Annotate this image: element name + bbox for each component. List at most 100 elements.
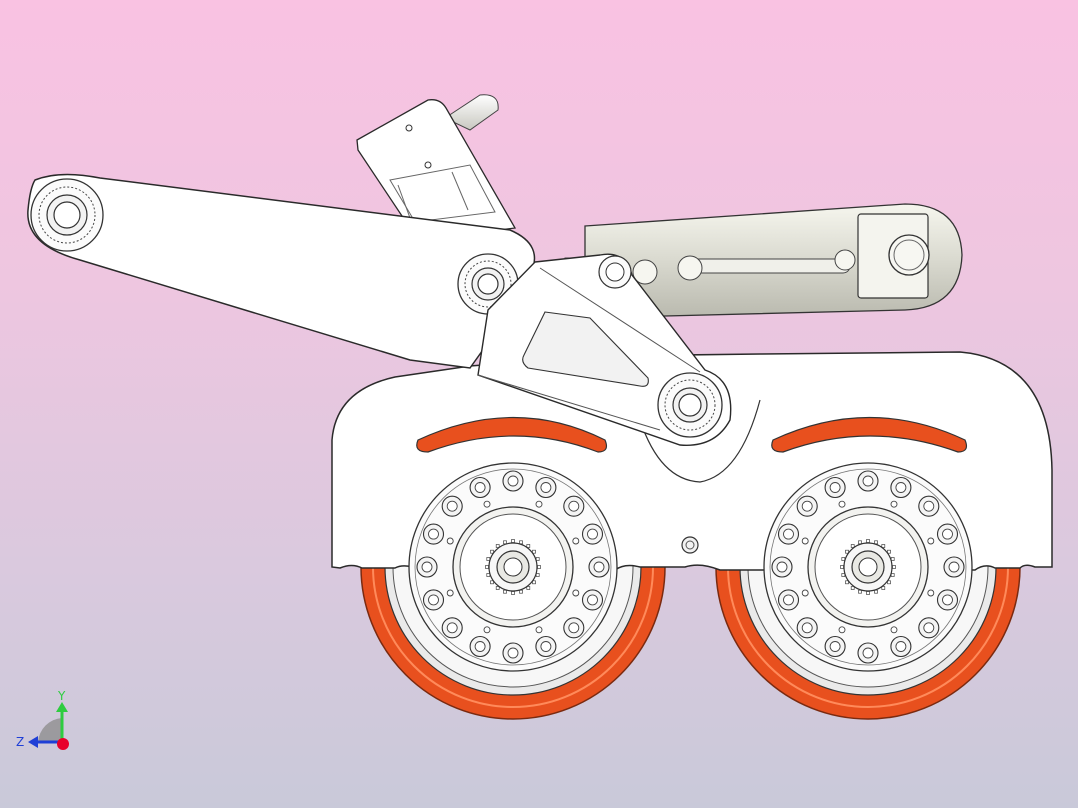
hub-bolt-center <box>507 647 519 659</box>
hub-bolt-center <box>540 641 552 652</box>
coordinate-triad[interactable]: Y Z <box>16 689 69 750</box>
chassis-bolt-inner <box>685 540 695 550</box>
link-plate <box>477 253 732 446</box>
hub-spline-tooth <box>490 580 494 585</box>
hub-spline-tooth <box>537 565 541 569</box>
hub-spline-tooth <box>511 591 515 595</box>
y-axis-arrowhead <box>56 702 68 712</box>
hub-spline-tooth <box>490 549 494 554</box>
hub-spline-tooth <box>532 580 536 585</box>
y-axis-label: Y <box>57 689 66 703</box>
rear-wheel-slot <box>416 416 608 453</box>
arm-pivot-bearing-balls <box>464 260 512 308</box>
hub-spline-tooth <box>535 557 540 561</box>
bracket-line-2 <box>451 171 469 211</box>
hub-spline-tooth <box>850 544 855 548</box>
hub-small-hole <box>838 500 846 508</box>
hub-spline-tooth <box>850 586 855 590</box>
hub-axle-bore <box>858 557 878 577</box>
cylinder-port-3 <box>834 249 856 271</box>
main-arm <box>27 173 536 369</box>
hub-spline-tooth <box>890 573 895 577</box>
hub-small-hole <box>927 589 935 597</box>
hub-spline-tooth <box>841 557 846 561</box>
hub-spline-tooth <box>866 591 870 595</box>
hub-small-hole <box>483 626 491 634</box>
hub-spline-tooth <box>892 565 896 569</box>
cylinder-pin-hole <box>888 234 930 276</box>
cylinder-slot <box>689 258 851 274</box>
hub-spline-tooth <box>486 573 491 577</box>
hub-small-hole <box>927 537 935 545</box>
hub-bolt-center <box>507 475 519 487</box>
hub-bolt-center <box>829 482 841 493</box>
hub-bolt-center <box>942 528 953 540</box>
hub-spline-tooth <box>840 565 844 569</box>
hub-bolt-center <box>862 475 874 487</box>
hub-bolt-center <box>895 641 907 652</box>
link-lower-bearing-balls <box>664 379 716 431</box>
hub-bolt-center <box>568 500 580 512</box>
x-axis-dot <box>57 738 69 750</box>
hub-small-hole <box>446 589 454 597</box>
hub-spline-tooth <box>495 544 500 548</box>
hub-small-hole <box>572 537 580 545</box>
hub-spline-tooth <box>881 544 886 548</box>
hub-bolt-center <box>540 482 552 493</box>
hub-small-hole <box>483 500 491 508</box>
z-axis-arrowhead <box>28 736 38 748</box>
hub-spline-tooth <box>486 557 491 561</box>
link-plate-cutout <box>522 311 649 387</box>
hub-bolt-center <box>948 561 960 573</box>
hub-spline-tooth <box>845 549 849 554</box>
hub-spline-tooth <box>485 565 489 569</box>
hub-bolt-center <box>474 641 486 652</box>
hub-small-hole <box>572 589 580 597</box>
hub-spline-tooth <box>887 549 891 554</box>
arm-end-bearing-bore <box>53 201 81 229</box>
hub-bolt-center <box>776 561 788 573</box>
hub-bolt-center <box>942 594 953 606</box>
hub-small-hole <box>890 500 898 508</box>
front-wheel-slot <box>771 416 968 453</box>
handle-bracket <box>356 94 517 241</box>
hub-bolt-center <box>895 482 907 493</box>
hub-spline-tooth <box>532 549 536 554</box>
hub-disc-ring <box>769 468 967 666</box>
bracket-line-1 <box>397 184 411 219</box>
hub-spline-tooth <box>858 540 862 545</box>
hub-spline-tooth <box>511 539 515 543</box>
link-plate-edge-line <box>539 267 701 373</box>
hub-small-hole <box>801 537 809 545</box>
hub-small-hole <box>838 626 846 634</box>
hub-small-hole <box>801 589 809 597</box>
hub-small-hole <box>446 537 454 545</box>
hub-spline-tooth <box>841 573 846 577</box>
cylinder-port-2 <box>632 259 658 285</box>
hub-spline-tooth <box>887 580 891 585</box>
hub-bolt-center <box>801 500 813 512</box>
hub-spline-tooth <box>526 544 531 548</box>
chassis-mount-outline <box>639 399 761 483</box>
cylinder-port-1 <box>677 255 703 281</box>
hub-small-hole <box>535 500 543 508</box>
hub-spline-tooth <box>535 573 540 577</box>
hub-bolt-center <box>923 500 935 512</box>
hub-spline-tooth <box>503 589 507 594</box>
hub-bolt-center <box>862 647 874 659</box>
front-hub <box>763 462 973 672</box>
cylinder-pin-hole-inner <box>893 239 925 271</box>
hub-bolt-center <box>428 594 439 606</box>
hub-spline-tooth <box>503 540 507 545</box>
triad-view-arc <box>38 718 62 742</box>
handle-knob <box>443 94 499 131</box>
hub-spline-tooth <box>881 586 886 590</box>
bracket-hole-2 <box>424 161 432 169</box>
hub-spline-tooth <box>858 589 862 594</box>
hub-bolt-center <box>421 561 433 573</box>
hub-bolt-center <box>593 561 605 573</box>
hub-axle-bore <box>503 557 523 577</box>
hub-spline-tooth <box>495 586 500 590</box>
hub-small-hole <box>890 626 898 634</box>
